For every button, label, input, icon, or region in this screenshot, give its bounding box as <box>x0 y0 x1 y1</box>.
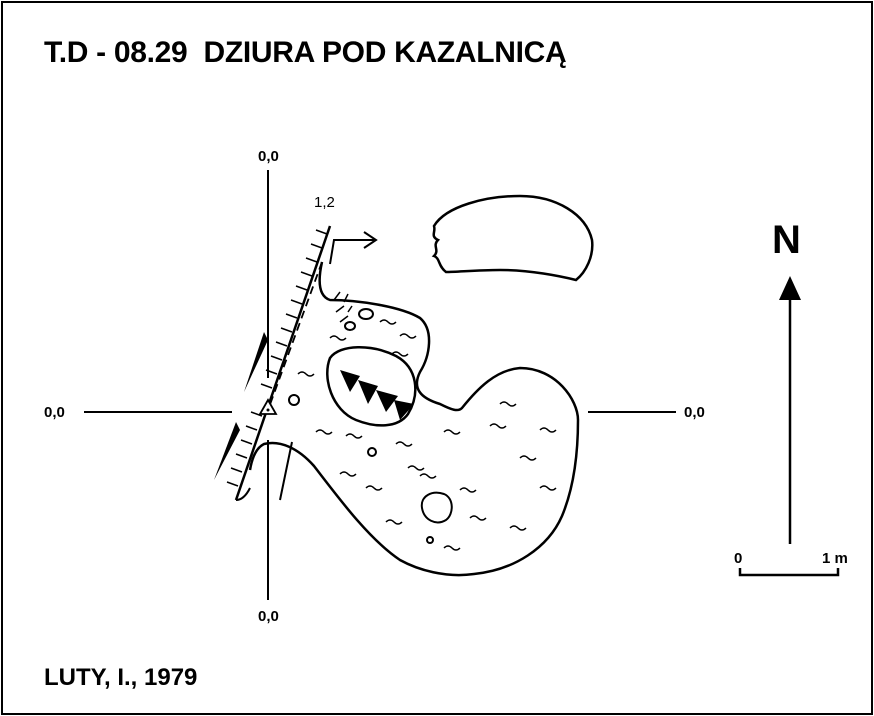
grid-label-bottom: 0,0 <box>258 608 279 625</box>
north-arrow-head <box>779 276 801 300</box>
boulder-triangle <box>340 370 360 392</box>
north-label: N <box>772 218 801 262</box>
scale-label-end: 1 m <box>822 550 848 567</box>
stone <box>344 321 356 331</box>
stone <box>426 536 434 544</box>
upper-chamber-outline <box>431 194 594 282</box>
cliff-line <box>234 225 332 501</box>
boulder-triangle <box>376 390 398 412</box>
drip-line <box>267 261 323 411</box>
author-credit: LUTY, I., 1979 <box>44 664 198 691</box>
cliff-hatching <box>226 229 328 487</box>
grid-label-top: 0,0 <box>258 148 279 165</box>
survey-station-icon <box>258 398 278 415</box>
boulder-triangle <box>214 422 240 480</box>
cliff-hook <box>235 487 251 501</box>
boulder <box>420 491 453 524</box>
inner-wall-line <box>279 441 293 501</box>
grid-label-right: 0,0 <box>684 404 705 421</box>
floor-sediment-symbols <box>297 319 557 551</box>
scale-label-start: 0 <box>734 550 743 567</box>
boulder-triangle <box>394 400 414 420</box>
stone <box>367 447 377 457</box>
stone <box>358 308 374 320</box>
map-title: T.D - 08.29 DZIURA POD KAZALNICĄ <box>44 36 567 69</box>
distance-label: 1,2 <box>314 194 335 211</box>
grid-label-left: 0,0 <box>44 404 65 421</box>
ceiling-hatching <box>333 291 353 323</box>
scale-bar <box>738 568 840 577</box>
boulder-triangle <box>244 332 268 392</box>
direction-arrow <box>329 239 374 265</box>
rock-pillar-outline <box>326 346 417 427</box>
cave-outline <box>248 261 580 577</box>
stone <box>288 394 300 406</box>
boulder-triangle <box>358 380 378 404</box>
